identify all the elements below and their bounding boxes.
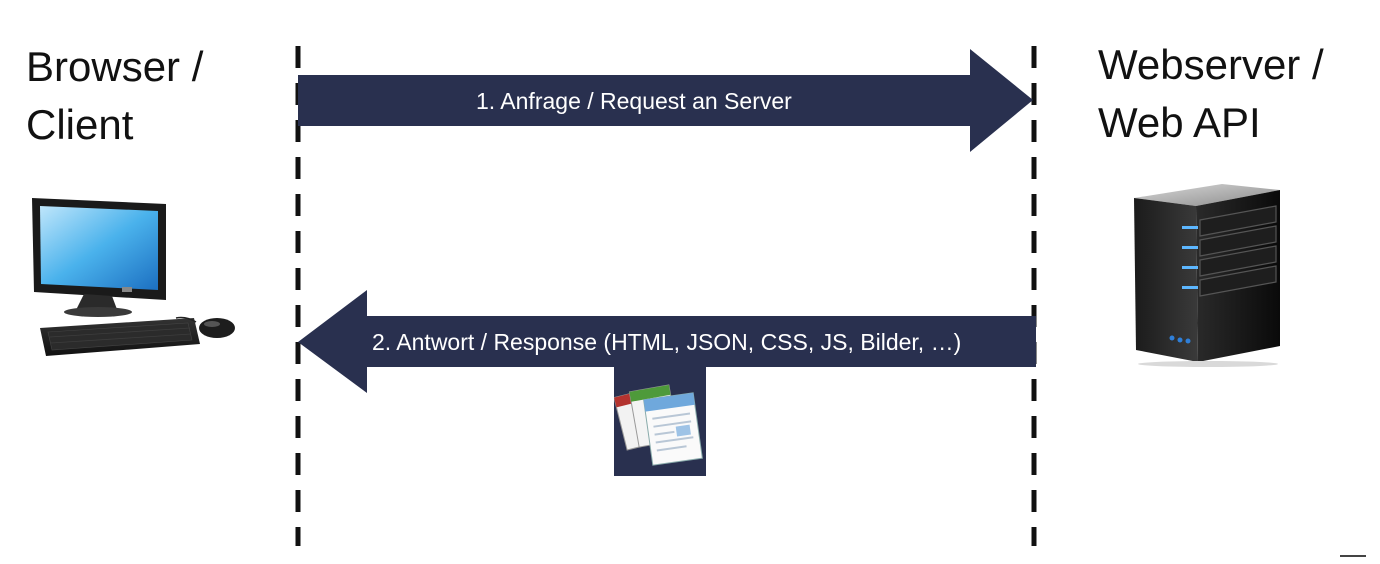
desktop-computer-icon <box>32 198 235 356</box>
server-tower-icon <box>1134 184 1280 367</box>
slide-footer-line <box>1340 555 1366 557</box>
request-arrow <box>298 49 1033 152</box>
server-title: Webserver / Web API <box>1098 41 1324 146</box>
client-lifeline <box>295 46 301 546</box>
request-label: 1. Anfrage / Request an Server <box>476 88 792 114</box>
client-title: Browser / Client <box>26 43 204 148</box>
documents-icon <box>614 366 706 476</box>
response-label: 2. Antwort / Response (HTML, JSON, CSS, … <box>372 329 962 355</box>
response-arrow <box>298 290 1036 393</box>
server-lifeline <box>1031 46 1037 546</box>
